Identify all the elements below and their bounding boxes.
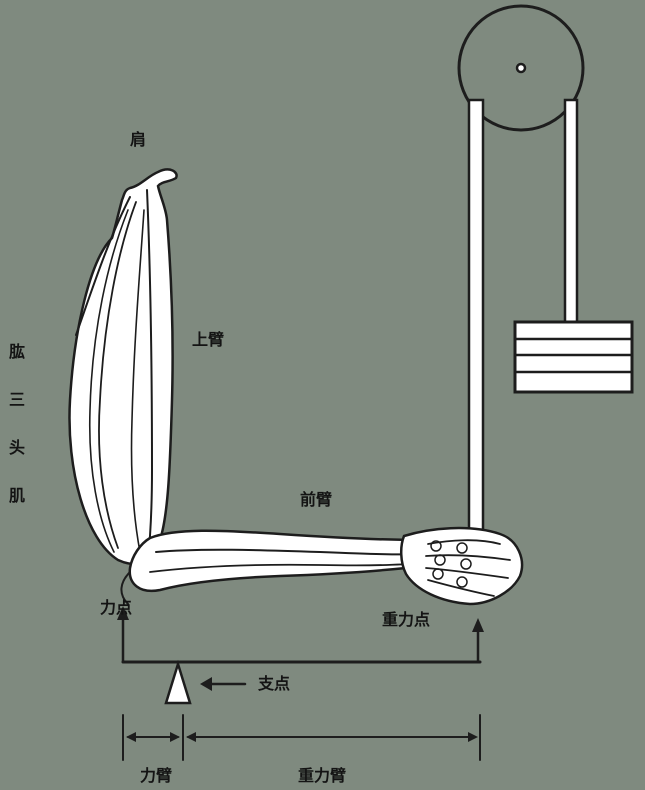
label-load-point: 重力点 [382, 612, 430, 628]
rope-left [469, 100, 483, 540]
label-upper-arm: 上臂 [192, 332, 224, 348]
weight [515, 322, 632, 392]
pulley-rope [469, 100, 577, 540]
label-triceps-4: 肌 [9, 488, 25, 504]
fulcrum-pointer-head [200, 677, 212, 691]
label-forearm: 前臂 [300, 492, 332, 508]
label-triceps-3: 头 [9, 440, 25, 456]
upper-arm [69, 170, 176, 564]
label-triceps-2: 三 [9, 392, 25, 408]
dim-arrowhead [126, 732, 136, 742]
pulley-axle [517, 64, 525, 72]
dim-arrowhead [468, 732, 478, 742]
label-effort-arm: 力臂 [140, 768, 172, 784]
dim-arrowhead [170, 732, 180, 742]
load-arrowhead [472, 618, 484, 632]
forearm-outline [130, 531, 424, 591]
dimension-lines [123, 715, 480, 760]
rope-right [565, 100, 577, 322]
label-effort-point: 力点 [100, 600, 132, 616]
label-load-arm: 重力臂 [298, 768, 346, 784]
label-shoulder: 肩 [130, 132, 146, 148]
upper-arm-outline [69, 170, 176, 564]
fulcrum-triangle [166, 664, 190, 703]
hand-bones [401, 528, 522, 604]
forearm-bones [121, 531, 424, 604]
weight-block [515, 322, 632, 392]
dim-arrowhead [186, 732, 196, 742]
label-fulcrum: 支点 [258, 676, 290, 692]
label-triceps-1: 肱 [9, 344, 25, 360]
